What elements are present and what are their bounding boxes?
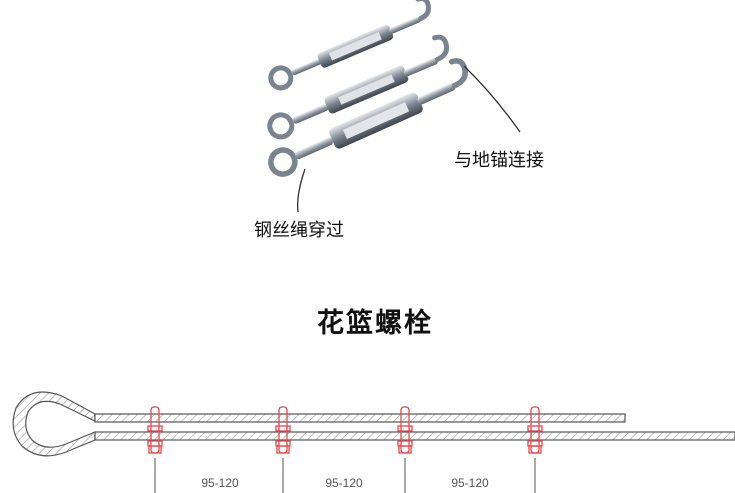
turnbuckle-1 [268,0,431,91]
rope-loop [12,391,96,457]
spacing-label-3: 95-120 [451,476,489,490]
rope-clip-4 [527,406,543,454]
rope-lower [94,431,735,441]
rope-clip-3 [397,406,413,454]
turnbuckle-2 [267,34,450,140]
callout-wire-pass-through: 钢丝绳穿过 [254,220,344,241]
rope-clip-1 [147,406,163,454]
leader-anchor [463,65,521,133]
rope-clip-2 [275,406,291,454]
figure-title: 花篮螺栓 [317,308,433,339]
spacing-label-2: 95-120 [325,476,363,490]
callout-anchor-connection: 与地锚连接 [454,150,544,171]
dimension-lines [154,458,536,493]
spacing-label-1: 95-120 [201,476,239,490]
leader-wire [297,168,306,213]
rope-upper [94,413,626,423]
turnbuckle-3 [268,58,468,177]
turnbuckle-photo [267,0,521,213]
